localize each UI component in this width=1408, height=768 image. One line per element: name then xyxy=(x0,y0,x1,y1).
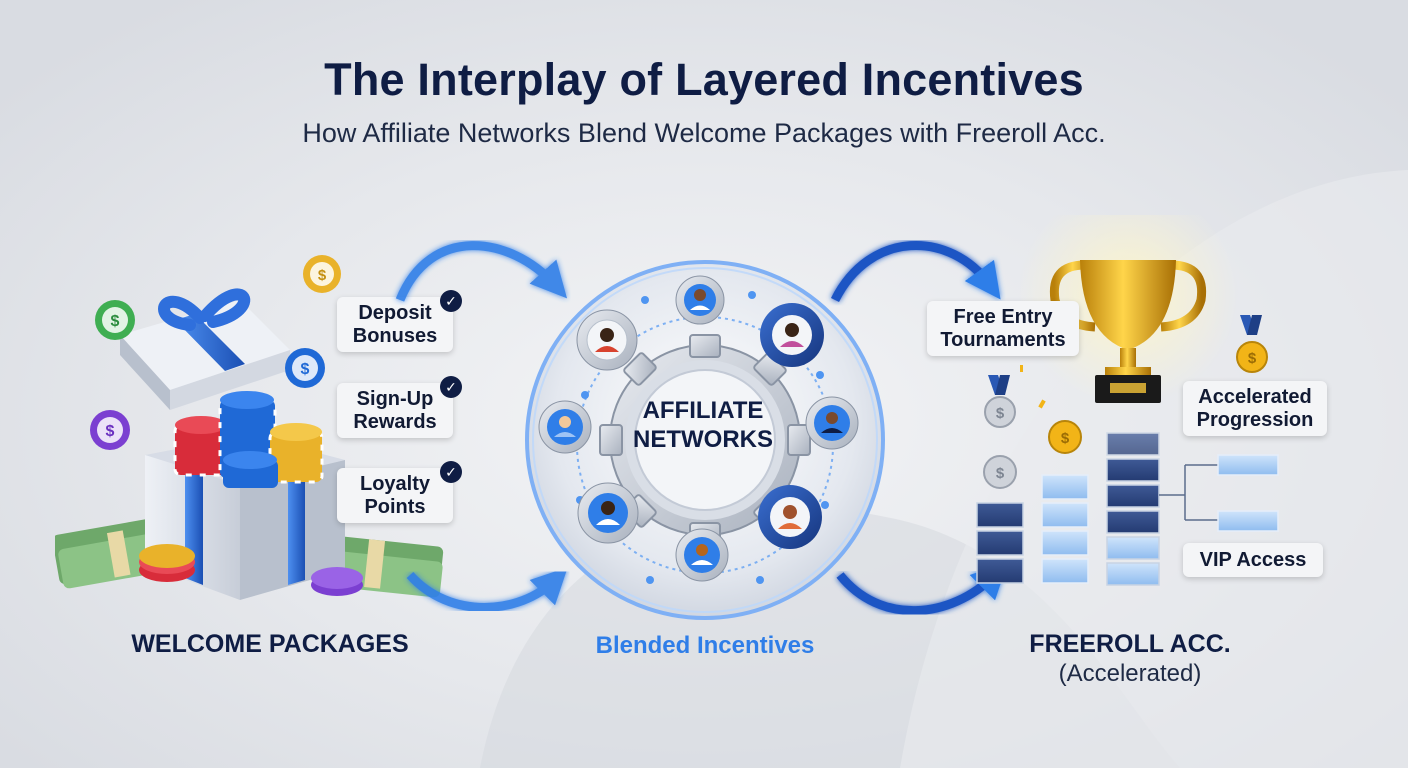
poker-chip-icon: $ xyxy=(95,300,135,340)
freeroll-label: FREEROLL ACC. xyxy=(1029,630,1231,658)
avatar-gear-icon xyxy=(760,303,824,367)
poker-chip-icon: $ xyxy=(90,410,130,450)
arrow-icon xyxy=(836,562,1008,616)
medal-icon: $ xyxy=(984,375,1016,428)
tag-line: Accelerated xyxy=(1198,386,1312,408)
coin-icon: $ xyxy=(1048,420,1082,454)
svg-text:$: $ xyxy=(1248,350,1257,367)
hub-title: AFFILIATE NETWORKS xyxy=(603,396,803,454)
avatar-gear-icon xyxy=(576,309,638,371)
checkmark-icon: ✓ xyxy=(440,461,462,483)
tag-loyalty-points: Loyalty Points xyxy=(337,468,453,523)
progression-column xyxy=(976,502,1024,584)
bracket-slot xyxy=(1217,454,1279,532)
svg-text:$: $ xyxy=(318,267,327,284)
freeroll-trophy-illustration: $ $ $ $ xyxy=(976,215,1279,586)
avatar-gear-icon xyxy=(675,528,729,582)
tag-line: Points xyxy=(364,496,426,518)
freeroll-sublabel: (Accelerated) xyxy=(1058,660,1202,687)
progression-column xyxy=(1106,432,1160,586)
svg-text:$: $ xyxy=(996,405,1005,422)
tag-line: Progression xyxy=(1196,409,1314,431)
tag-accelerated-progression: Accelerated Progression xyxy=(1183,381,1327,436)
checkmark-icon: ✓ xyxy=(440,376,462,398)
tag-line: Loyalty xyxy=(359,473,431,495)
welcome-gift-box-illustration: $ $ $ $ xyxy=(55,255,444,600)
arrow-icon xyxy=(406,567,568,612)
tag-line: Deposit xyxy=(358,302,432,324)
avatar-gear-icon xyxy=(758,485,822,549)
blended-incentives-caption: Blended Incentives xyxy=(595,632,815,659)
coin-icon: $ xyxy=(983,455,1017,489)
tag-line: Free Entry xyxy=(953,306,1053,328)
tag-line: Tournaments xyxy=(940,329,1066,351)
page-subtitle: How Affiliate Networks Blend Welcome Pac… xyxy=(302,118,1106,148)
svg-text:$: $ xyxy=(301,361,310,378)
avatar-gear-icon xyxy=(577,482,639,544)
bracket-lines xyxy=(1159,464,1218,521)
central-gear-icon xyxy=(599,334,811,546)
affiliate-network-hub xyxy=(525,260,885,620)
tag-deposit-bonuses: Deposit Bonuses xyxy=(337,297,453,352)
progression-column xyxy=(1041,474,1089,584)
welcome-packages-label: WELCOME PACKAGES xyxy=(131,630,409,658)
poker-chip-icon xyxy=(311,567,363,596)
svg-text:$: $ xyxy=(996,465,1005,482)
tag-sign-up-rewards: Sign-Up Rewards xyxy=(337,383,453,438)
tag-line: Bonuses xyxy=(352,325,438,347)
poker-chip-stacks-icon xyxy=(173,391,324,488)
poker-chip-icon xyxy=(139,544,195,582)
tag-vip-access: VIP Access xyxy=(1183,543,1323,577)
trophy-icon xyxy=(1049,260,1207,403)
avatar-gear-icon xyxy=(675,275,725,325)
poker-chip-icon: $ xyxy=(285,348,325,388)
checkmark-icon: ✓ xyxy=(440,290,462,312)
arrow-icon xyxy=(395,241,568,302)
medal-icon: $ xyxy=(1236,315,1268,373)
svg-text:$: $ xyxy=(1061,430,1070,447)
hub-title-line: AFFILIATE xyxy=(642,397,764,424)
page-title: The Interplay of Layered Incentives xyxy=(324,54,1084,105)
avatar-gear-icon xyxy=(538,400,592,454)
avatar-gear-icon xyxy=(805,396,859,450)
tag-line: Sign-Up xyxy=(356,388,434,410)
arrow-icon xyxy=(830,241,1001,303)
tag-line: Rewards xyxy=(353,411,437,433)
hub-title-line: NETWORKS xyxy=(633,426,773,453)
poker-chip-icon: $ xyxy=(303,255,341,293)
svg-text:$: $ xyxy=(106,423,115,440)
tag-free-entry-tournaments: Free Entry Tournaments xyxy=(927,301,1079,356)
svg-text:$: $ xyxy=(111,313,120,330)
